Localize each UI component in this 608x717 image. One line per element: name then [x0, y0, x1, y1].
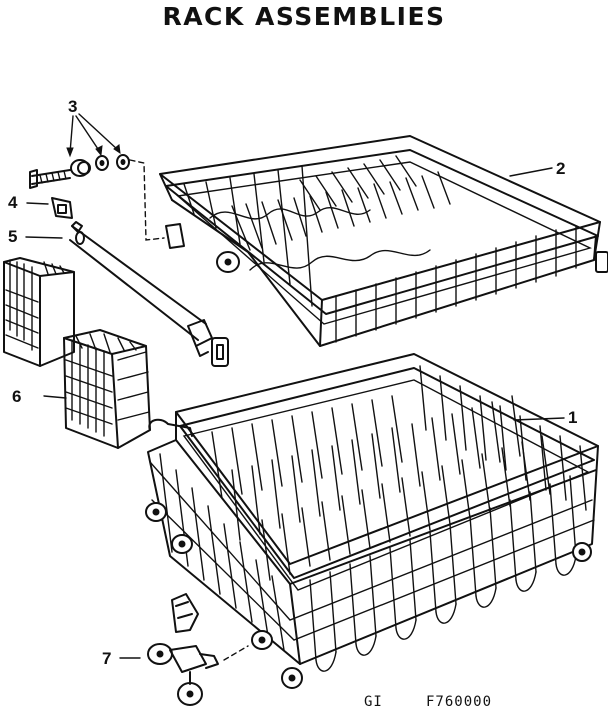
callout-6: 6	[12, 387, 22, 406]
part-7-wheel-assembly	[119, 593, 249, 706]
callout-2: 2	[556, 159, 566, 178]
part-2-upper-rack	[159, 135, 608, 347]
part-1-lower-rack	[145, 353, 599, 689]
part-5-rail	[25, 221, 229, 367]
part-3-hardware	[29, 113, 165, 241]
callout-5: 5	[8, 227, 18, 246]
callout-1: 1	[568, 408, 578, 427]
footer-figure-number: F760000	[426, 694, 493, 710]
diagram-title: RACK ASSEMBLIES	[162, 2, 446, 31]
callout-7: 7	[102, 649, 112, 668]
callout-3: 3	[68, 97, 78, 116]
footer-code: GI	[364, 694, 383, 710]
callout-4: 4	[8, 193, 18, 212]
part-4-clip	[26, 197, 73, 219]
